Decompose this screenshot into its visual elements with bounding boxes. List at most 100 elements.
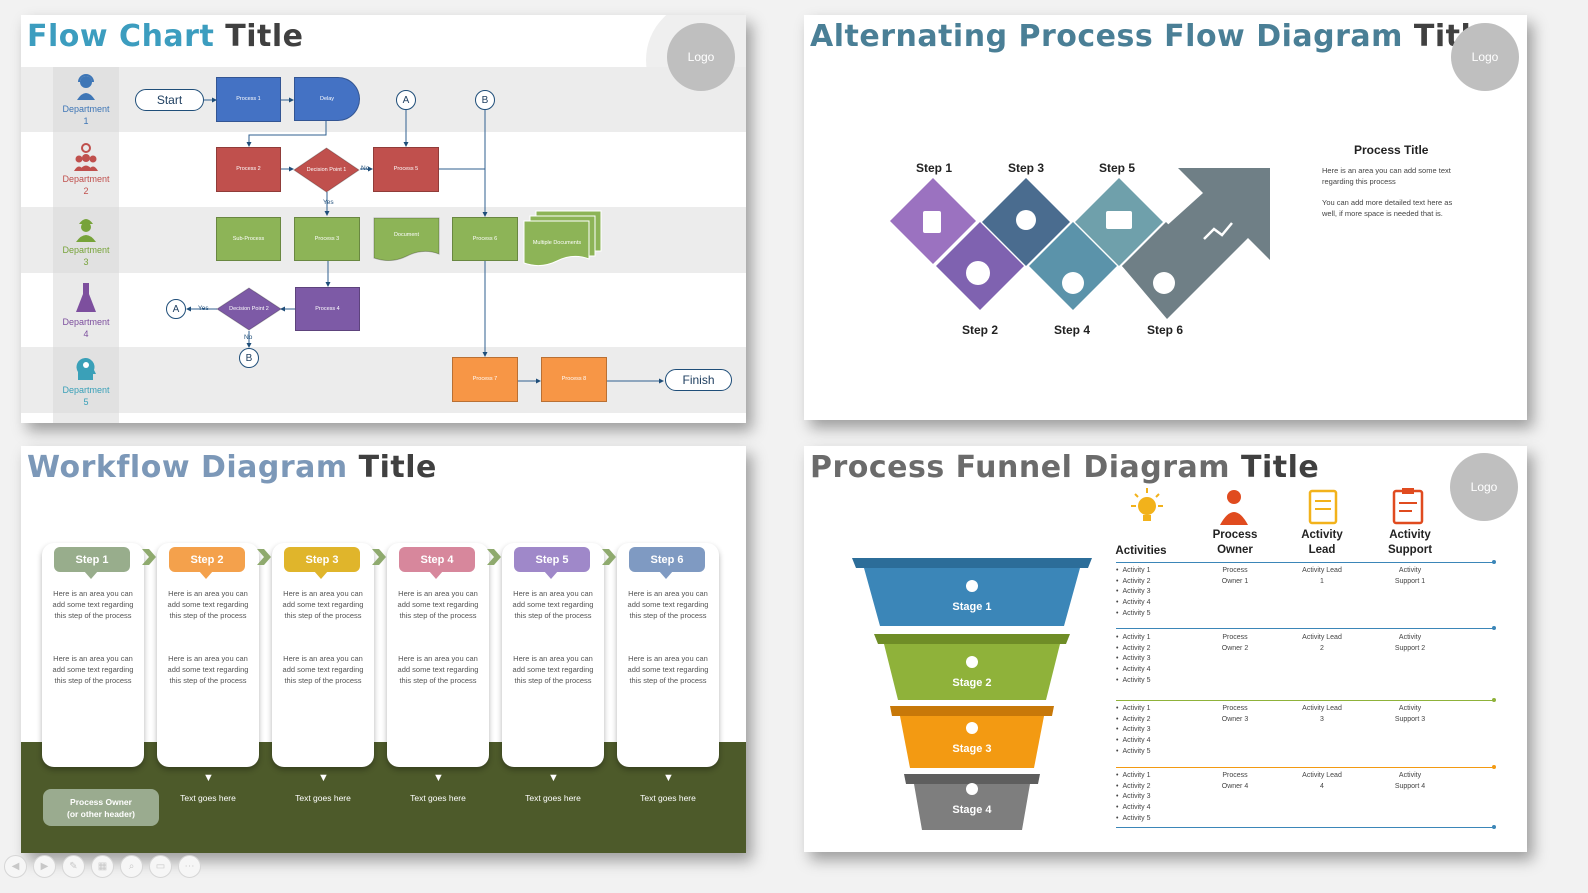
chevron-right-icon [602, 549, 616, 565]
down-arrow-icon: ▼ [663, 772, 674, 784]
activity-item: Activity 3 [1116, 725, 1150, 736]
yes-label-2: Yes [198, 305, 209, 312]
funnel-stage-1[interactable] [864, 568, 1080, 626]
process-7-box[interactable]: Process 7 [452, 357, 518, 402]
row-divider [1116, 698, 1496, 702]
next-icon[interactable]: ▶ [33, 855, 56, 878]
search-icon[interactable]: ⌕ [120, 855, 143, 878]
slides-icon[interactable]: ▦ [91, 855, 114, 878]
connector-a-top[interactable]: A [396, 90, 416, 110]
finish-terminal[interactable]: Finish [665, 369, 732, 391]
funnel-stage-label: Stage 4 [952, 804, 992, 816]
process-5-box[interactable]: Process 5 [373, 147, 439, 192]
funnel-slide[interactable]: Process Funnel Diagram Title Logo Activi… [804, 446, 1527, 852]
connector-b-bottom[interactable]: B [239, 348, 259, 368]
process-6-box[interactable]: Process 6 [452, 217, 518, 261]
slide-title: Process Funnel Diagram Title [810, 450, 1320, 485]
activity-item: Activity 2 [1116, 782, 1150, 793]
activity-item: Activity 5 [1116, 609, 1150, 620]
workflow-step-tab[interactable]: Step 4 [399, 547, 475, 579]
connector-a-bottom[interactable]: A [166, 299, 186, 319]
workflow-step-tab[interactable]: Step 1 [54, 547, 130, 579]
delay-shape[interactable]: Delay [294, 77, 360, 121]
growth-chart-icon [966, 783, 978, 795]
activities-header: Activities [1115, 545, 1167, 557]
team-presentation-icon [1106, 211, 1132, 229]
step-6-label: Step 6 [1147, 323, 1184, 337]
document-shape[interactable] [373, 217, 440, 261]
activity-item: Activity 1 [1116, 771, 1150, 782]
document-label: Document [393, 231, 420, 238]
head-gears-icon [966, 261, 990, 285]
clipboard-icon [1392, 488, 1424, 525]
step-1-label: Step 1 [916, 161, 953, 175]
support-person-icon [1062, 272, 1084, 294]
row-divider [1116, 825, 1496, 829]
slide-title: Alternating Process Flow Diagram Title [810, 19, 1493, 54]
team-location-icon [74, 143, 98, 171]
process-2-box[interactable]: Process 2 [216, 147, 281, 192]
support-person-icon [77, 74, 95, 100]
activity-item: Activity 4 [1116, 736, 1150, 747]
pen-icon[interactable]: ✎ [62, 855, 85, 878]
multiple-documents-shape[interactable] [523, 210, 603, 267]
prev-icon[interactable]: ◀ [4, 855, 27, 878]
team-presentation-icon [966, 656, 978, 668]
final-arrow[interactable] [1122, 168, 1270, 319]
process-3-box[interactable]: Process 3 [294, 217, 360, 261]
diamond-step-4[interactable] [1029, 222, 1117, 310]
chevron-right-icon [487, 549, 501, 565]
activity-item: Activity 1 [1116, 704, 1150, 715]
start-terminal[interactable]: Start [135, 89, 204, 111]
lightbulb-icon [1131, 488, 1163, 521]
workflow-output-text: Text goes here [525, 793, 581, 803]
funnel-stage-3[interactable] [900, 716, 1044, 768]
logo: Logo [1450, 453, 1518, 521]
process-owner-badge: Process Owner(or other header) [43, 789, 159, 826]
process-4-box[interactable]: Process 4 [295, 287, 360, 331]
decision-2-diamond[interactable] [216, 287, 282, 331]
growth-chart-icon [1203, 222, 1233, 240]
process-1-box[interactable]: Process 1 [216, 77, 281, 122]
no-label-1: No [361, 165, 370, 172]
workflow-step-6-card[interactable]: Step 6 Here is an area you can add some t… [617, 543, 719, 767]
workflow-step-3-card[interactable]: Step 3 Here is an area you can add some t… [272, 543, 374, 767]
decision-1-diamond[interactable] [293, 147, 360, 193]
connector-b-top[interactable]: B [475, 90, 495, 110]
subprocess-box[interactable]: Sub-Process [216, 217, 281, 261]
workflow-step-tab[interactable]: Step 6 [629, 547, 705, 579]
screen-icon[interactable]: ▭ [149, 855, 172, 878]
more-icon[interactable]: ⋯ [178, 855, 201, 878]
funnel-stage-4[interactable] [914, 784, 1030, 830]
activity-item: Activity 4 [1116, 803, 1150, 814]
funnel-stage-2[interactable] [884, 644, 1060, 700]
funnel-stage-label: Stage 3 [952, 743, 991, 755]
decision-1-label: Decision Point 1 [306, 166, 347, 173]
chevron-right-icon [372, 549, 386, 565]
row-divider [1116, 765, 1496, 769]
alternating-process-slide[interactable]: Alternating Process Flow Diagram Title L… [804, 15, 1527, 420]
workflow-step-tab[interactable]: Step 3 [284, 547, 360, 579]
workflow-step-text-1: Here is an area you can add some text re… [282, 589, 364, 620]
workflow-step-tab[interactable]: Step 5 [514, 547, 590, 579]
workflow-step-tab[interactable]: Step 2 [169, 547, 245, 579]
workflow-step-text-1: Here is an area you can add some text re… [627, 589, 709, 620]
process-8-box[interactable]: Process 8 [541, 357, 607, 402]
activity-item: Activity 2 [1116, 577, 1150, 588]
